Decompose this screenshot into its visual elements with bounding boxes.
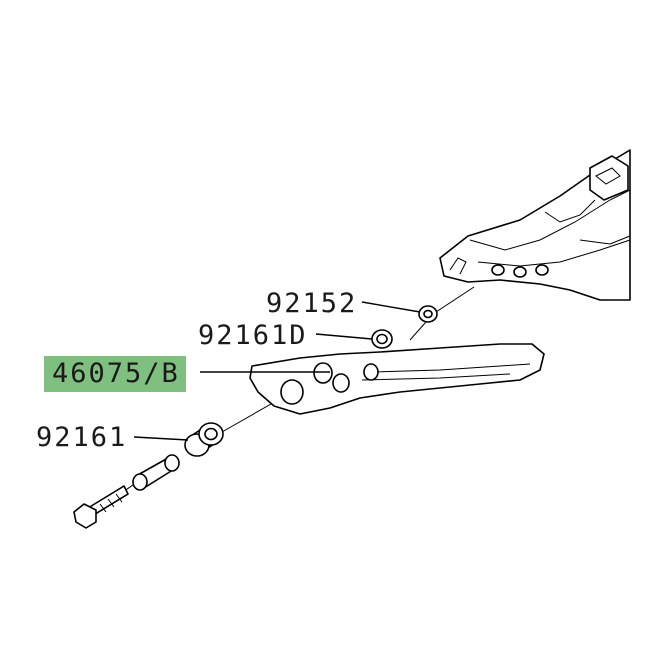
collar-92161D — [371, 329, 393, 349]
frame-assembly — [439, 149, 631, 301]
leader-92161D — [315, 333, 373, 340]
part-label-92161: 92161 — [36, 422, 128, 453]
pivot-bolt — [73, 485, 129, 529]
washer-92152 — [418, 305, 438, 323]
side-stand-46075B — [249, 343, 545, 415]
part-label-92152: 92152 — [266, 288, 358, 319]
part-label-92161D: 92161D — [198, 320, 308, 351]
bushing-92161 — [184, 422, 224, 457]
leader-92152 — [361, 301, 421, 313]
part-label-46075B: 46075/B — [44, 356, 186, 392]
pivot-sleeve — [132, 454, 180, 491]
leader-92161 — [133, 436, 189, 441]
